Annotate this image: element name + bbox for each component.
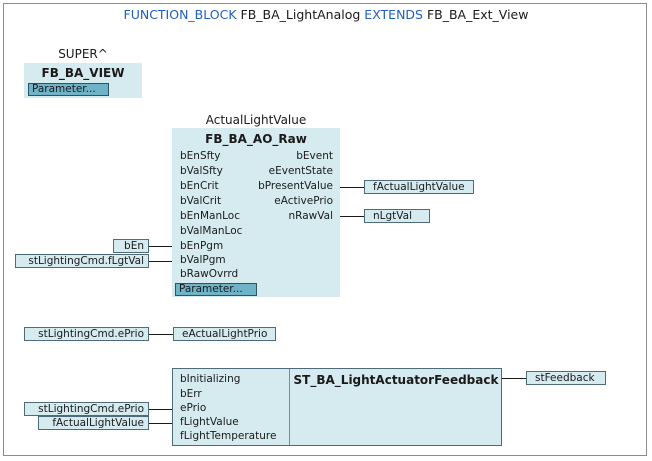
wire-fb-ePrio (149, 409, 172, 410)
ao-input-bValManLoc: bValManLoc (180, 225, 243, 237)
function-block-header: FUNCTION_BLOCK FB_BA_LightAnalog EXTENDS… (0, 7, 652, 22)
keyword-function-block: FUNCTION_BLOCK (123, 7, 237, 22)
wire-fb-fLightValue (149, 423, 172, 424)
var-bEn[interactable]: bEn (113, 239, 149, 253)
ao-instance-name: ActualLightValue (205, 113, 307, 127)
ao-input-bEnManLoc: bEnManLoc (180, 210, 240, 222)
ao-block-type: FB_BA_AO_Raw (205, 132, 307, 146)
keyword-extends: EXTENDS (364, 7, 423, 22)
var-stLightingCmd-ePrio-assign[interactable]: stLightingCmd.ePrio (24, 327, 149, 341)
ao-block[interactable] (172, 128, 340, 297)
wire-assign (149, 334, 173, 335)
fb-input-bErr: bErr (180, 388, 202, 400)
wire-bPresentValue (340, 187, 364, 188)
wire-fLgtVal (149, 261, 172, 262)
var-stLightingCmd-ePrio-fb[interactable]: stLightingCmd.ePrio (24, 402, 149, 416)
var-fActualLightValue-in[interactable]: fActualLightValue (38, 416, 149, 430)
wire-bEn (149, 246, 172, 247)
var-eActualLightPrio[interactable]: eActualLightPrio (173, 327, 276, 341)
diagram-frame (3, 3, 647, 456)
function-block-name: FB_BA_LightAnalog (240, 7, 361, 22)
var-stLightingCmd-fLgtVal[interactable]: stLightingCmd.fLgtVal (15, 254, 149, 268)
fb-input-fLightTemperature: fLightTemperature (180, 430, 277, 442)
ao-output-eActivePrio: eActivePrio (274, 195, 333, 207)
wire-stFeedback (502, 378, 526, 379)
ao-input-bValCrit: bValCrit (180, 195, 222, 207)
ao-input-bEnCrit: bEnCrit (180, 180, 219, 192)
var-stFeedback[interactable]: stFeedback (526, 371, 606, 385)
ao-parameter-button[interactable]: Parameter... (175, 283, 257, 296)
ao-input-bEnSfty: bEnSfty (180, 150, 221, 162)
ao-output-bPresentValue: bPresentValue (258, 180, 333, 192)
feedback-block-divider (289, 369, 290, 445)
ao-output-eEventState: eEventState (268, 165, 333, 177)
ao-input-bRawOvrrd: bRawOvrrd (180, 268, 239, 280)
ao-output-nRawVal: nRawVal (288, 210, 333, 222)
ao-input-bEnPgm: bEnPgm (180, 240, 224, 252)
fb-input-ePrio: ePrio (180, 402, 207, 414)
base-block-name: FB_BA_Ext_View (426, 7, 529, 22)
ao-input-bValPgm: bValPgm (180, 254, 226, 266)
feedback-block-type: ST_BA_LightActuatorFeedback (293, 373, 499, 387)
var-nLgtVal[interactable]: nLgtVal (364, 209, 430, 223)
wire-nRawVal (340, 216, 364, 217)
fb-input-fLightValue: fLightValue (180, 416, 239, 428)
super-block-type: FB_BA_VIEW (41, 66, 125, 80)
super-instance-name: SUPER^ (58, 47, 108, 61)
feedback-block[interactable] (172, 368, 502, 446)
super-parameter-button[interactable]: Parameter... (28, 83, 109, 96)
var-fActualLightValue-out[interactable]: fActualLightValue (364, 180, 474, 194)
fb-input-bInitializing: bInitializing (180, 373, 241, 385)
ao-output-bEvent: bEvent (296, 150, 333, 162)
ao-input-bValSfty: bValSfty (180, 165, 223, 177)
